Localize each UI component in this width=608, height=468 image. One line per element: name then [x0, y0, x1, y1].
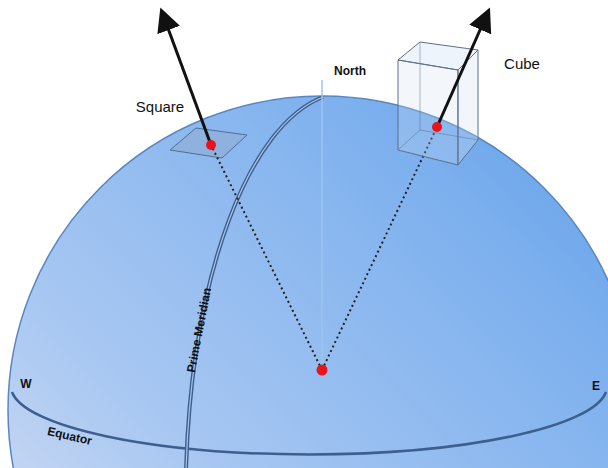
cube-hidden-edge — [398, 130, 420, 150]
normal-arrow — [437, 12, 488, 127]
radius-line — [322, 127, 437, 370]
normal-arrow — [162, 12, 211, 145]
center-dot — [317, 365, 328, 376]
direction-label: E — [592, 380, 600, 392]
north-axis — [321, 80, 323, 370]
point-dot — [432, 122, 442, 132]
shape-label: Square — [136, 99, 184, 114]
cube-hidden-edge — [420, 130, 478, 140]
cube-side — [458, 50, 478, 165]
sphere — [8, 96, 608, 468]
point-dot — [206, 140, 216, 150]
cube-front — [398, 60, 458, 165]
direction-label: W — [20, 378, 31, 390]
axis-label: North — [334, 65, 366, 77]
equator-line — [12, 392, 606, 454]
shape-label: Cube — [504, 56, 540, 71]
square-plate — [170, 128, 247, 158]
cube-hidden-edge — [420, 42, 421, 130]
radius-line — [211, 145, 322, 370]
